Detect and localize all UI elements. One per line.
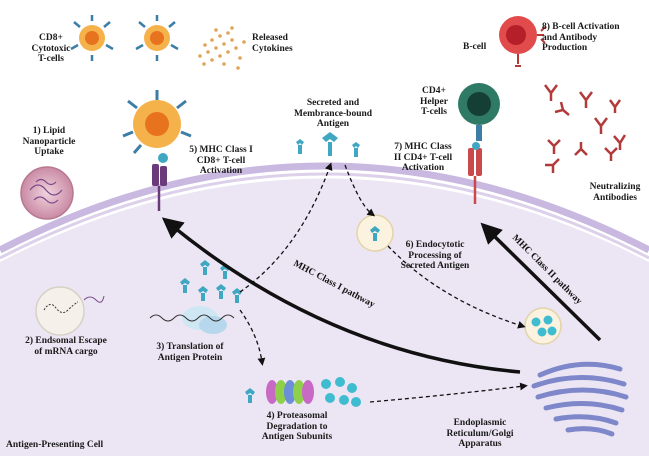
secreted-antigen-icon xyxy=(296,132,360,157)
dashed-arrow xyxy=(239,162,333,293)
mhc-class-ii-pathway-arrow xyxy=(480,222,602,342)
dashed-arrow xyxy=(239,309,266,366)
neutralizing-antibodies-label: Neutralizing Antibodies xyxy=(589,182,641,203)
cd8-t-cell-icon xyxy=(135,15,179,61)
er-golgi-icon xyxy=(531,361,629,437)
cytokines-icon xyxy=(198,26,246,70)
proteasome-icon xyxy=(245,380,314,404)
dashed-arrow xyxy=(369,382,528,403)
apc-cell-body xyxy=(0,178,649,456)
cd4-helper-label: CD4+ Helper T-cells xyxy=(420,86,448,117)
er-golgi-label: Endoplasmic Reticulum/Golgi Apparatus xyxy=(446,418,514,449)
mhc-class-ii-activation-label: 7) MHC Class II CD4+ T-cell Activation xyxy=(393,142,453,173)
cell-membrane xyxy=(0,162,649,254)
mhc-class-i-pathway-arrow xyxy=(161,217,521,374)
endosome-icon xyxy=(35,286,105,336)
dashed-arrow xyxy=(344,164,376,217)
cd8-t-cell-icon xyxy=(70,15,114,61)
b-cell-activation-label: 8) B-cell Activation and Antibody Produc… xyxy=(542,22,620,53)
cd8-t-cell-activation-icon xyxy=(122,90,192,211)
released-cytokines-label: Released Cytokines xyxy=(252,33,293,54)
cd4-helper-t-cell-icon xyxy=(458,83,500,204)
b-cell-icon xyxy=(499,16,546,67)
translation-label: 3) Translation of Antigen Protein xyxy=(156,342,224,363)
antigen-subunit-icon xyxy=(321,377,361,407)
lipid-nanoparticle-icon xyxy=(20,166,74,220)
mhc-vesicle-icon xyxy=(524,307,562,345)
endocytic-vesicle-icon xyxy=(356,214,394,252)
apc-label: Antigen-Presenting Cell xyxy=(6,440,104,450)
b-cell-label: B-cell xyxy=(463,42,487,52)
cd8-cells-label: CD8+ Cytotoxic T-cells xyxy=(31,33,71,64)
endocytotic-processing-label: 6) Endocytotic Processing of Secreted An… xyxy=(400,240,470,271)
mhc-class-i-activation-label: 5) MHC Class I CD8+ T-cell Activation xyxy=(189,145,253,176)
secreted-antigen-label: Secreted and Membrance-bound Antigen xyxy=(293,98,373,129)
endosomal-escape-label: 2) Endsomal Escape of mRNA cargo xyxy=(25,336,107,357)
proteasomal-degradation-label: 4) Proteasomal Degradation to Antigen Su… xyxy=(261,411,333,442)
lnp-uptake-label: 1) Lipid Nanoparticle Uptake xyxy=(22,126,76,157)
ribosome-icon xyxy=(149,306,235,334)
antibody-icon xyxy=(544,84,627,173)
dashed-arrow xyxy=(387,245,526,329)
